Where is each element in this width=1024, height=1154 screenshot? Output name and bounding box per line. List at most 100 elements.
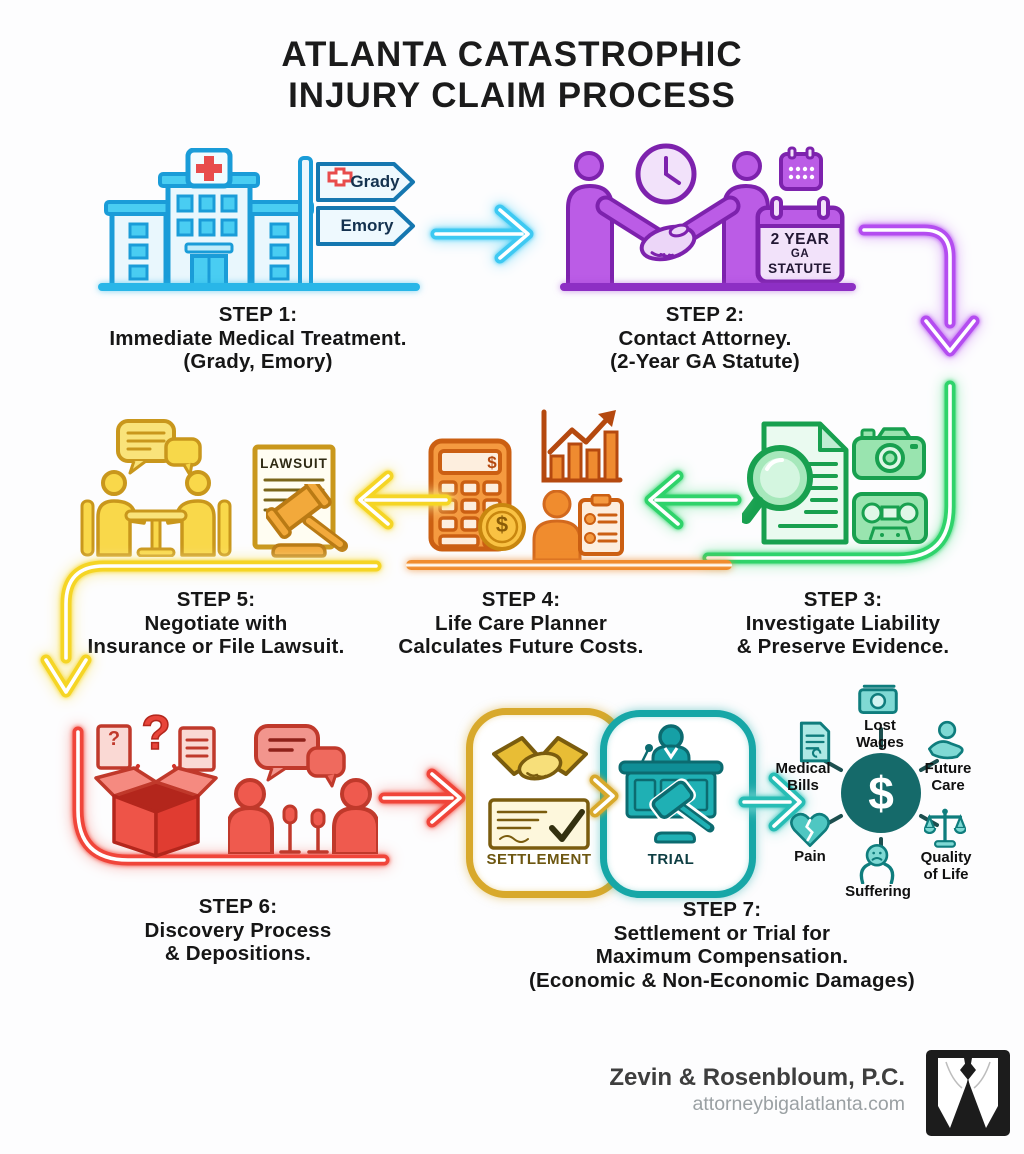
arrow-elbow-yellow-icon [40,560,382,698]
statute-line-2: GA [790,248,810,260]
arrow-left-green-icon [644,470,742,530]
step1-text-2: (Grady, Emory) [183,350,333,373]
step5-heading: STEP 5: [176,588,256,611]
step6-text-1: Discovery Process [144,918,332,942]
discovery-box-icon [94,724,218,858]
step3-heading: STEP 3: [803,588,883,611]
connector-red-elbow [72,726,390,866]
title-line-1: ATLANTA CATASTROPHIC [281,35,743,74]
calculator-display-dollar: $ [487,453,497,472]
step1-heading: STEP 1: [218,303,298,326]
medical-bills-icon [799,721,831,763]
step4-heading: STEP 4: [481,588,561,611]
microphone-icon [279,804,301,854]
step1-baseline [98,283,420,291]
step4-baseline [406,560,732,570]
damage-label-pain: Pain [794,848,826,865]
arrow-right-teal-icon [738,772,806,832]
sign-label-grady: Grady [350,172,400,191]
care-plan-clipboard-icon [578,494,624,556]
step6-heading: STEP 6: [198,895,278,918]
red-cross-icon [196,156,222,181]
camera-icon [852,427,926,480]
dollar-coin-icon [478,503,526,551]
magnifier-icon [742,445,813,524]
lost-wages-icon [858,684,898,715]
damage-label-quality-of-life: Quality of Life [920,849,972,883]
damage-label-suffering: Suffering [845,883,911,900]
step6-caption: STEP 6: Discovery Process & Depositions. [60,895,416,966]
step6-text-2: & Depositions. [164,942,312,965]
step4-caption: STEP 4: Life Care Planner Calculates Fut… [345,588,697,659]
speech-bubble-icon [164,437,202,467]
hospital-icon [104,148,314,289]
lawsuit-title: LAWSUIT [260,456,328,471]
step5-text-2: Insurance or File Lawsuit. [87,635,345,658]
step7-text-1: Settlement or Trial for [613,921,831,945]
speech-bubble-icon [306,746,346,778]
chevron-gold-icon [589,774,619,818]
suffering-icon [859,843,895,884]
step7-text-3: (Economic & Non-Economic Damages) [529,968,915,992]
question-mark-small: ? [107,728,121,750]
growth-chart-icon [541,409,623,483]
sign-label-emory: Emory [340,216,394,235]
step5-text-1: Negotiate with [144,611,288,635]
attorney-handshake-icon [566,143,770,290]
step3-caption: STEP 3: Investigate Liability & Preserve… [690,588,996,659]
planner-person-icon [532,490,582,560]
compensation-dollar: $ [868,767,894,819]
small-calendar-icon [779,146,823,191]
footer: Zevin & Rosenbloum, P.C. attorneybigalat… [505,1064,905,1116]
microphone-icon [307,808,329,854]
step2-heading: STEP 2: [665,303,745,326]
arrow-elbow-purple-icon [858,224,980,357]
step2-text-2: (2-Year GA Statute) [610,350,800,373]
step1-text-1: Immediate Medical Treatment. [109,326,407,350]
title-line-2: INJURY CLAIM PROCESS [288,76,736,115]
statute-line-1: 2 YEAR [770,231,830,248]
statute-calendar-icon [755,196,845,285]
step3-text-2: & Preserve Evidence. [736,635,950,658]
pain-broken-heart-icon [790,812,830,847]
page-title: ATLANTA CATASTROPHIC INJURY CLAIM PROCES… [0,34,1024,116]
question-mark-large: ? [141,706,172,761]
trial-gavel-icon [649,778,720,844]
investigation-document-icon [742,421,849,545]
future-care-icon [928,720,964,760]
settlement-handshake-icon [492,736,588,781]
statute-line-3: STATUTE [768,261,832,276]
arrow-left-yellow-icon [354,470,452,530]
step4-text-1: Life Care Planner [434,611,607,635]
settlement-label: SETTLEMENT [486,851,592,868]
coin-dollar: $ [495,512,509,537]
step1-caption: STEP 1: Immediate Medical Treatment. (Gr… [58,303,458,374]
step3-text-1: Investigate Liability [745,611,941,635]
trial-label: TRIAL [647,851,695,868]
damage-label-medical-bills: Medical Bills [775,760,831,794]
step2-text-1: Contact Attorney. [618,326,792,350]
compensation-circle: $ [841,753,921,833]
settlement-check-icon [488,798,590,850]
firm-name: Zevin & Rosenbloum, P.C. [609,1064,905,1091]
step2-baseline [560,283,856,291]
microphone-icon [645,744,653,752]
gavel-icon [266,484,348,558]
damage-label-future-care: Future Care [924,760,972,794]
negotiation-people-icon [80,419,232,557]
step4-text-2: Calculates Future Costs. [398,635,644,658]
connector-green-elbow [702,380,956,564]
firm-logo-tuxedo-icon [926,1050,1010,1136]
checkmark-icon [549,809,585,842]
step7-text-2: Maximum Compensation. [595,945,849,968]
deposition-people-icon [228,724,378,854]
arrow-right-red-icon [378,768,466,828]
quality-of-life-scales-icon [924,808,966,848]
step7-caption: STEP 7: Settlement or Trial for Maximum … [472,898,972,992]
step7-heading: STEP 7: [682,898,762,921]
clasped-hands-icon [639,223,697,262]
damage-label-lost-wages: Lost Wages [856,717,904,751]
step5-caption: STEP 5: Negotiate with Insurance or File… [40,588,392,659]
step2-caption: STEP 2: Contact Attorney. (2-Year GA Sta… [505,303,905,374]
